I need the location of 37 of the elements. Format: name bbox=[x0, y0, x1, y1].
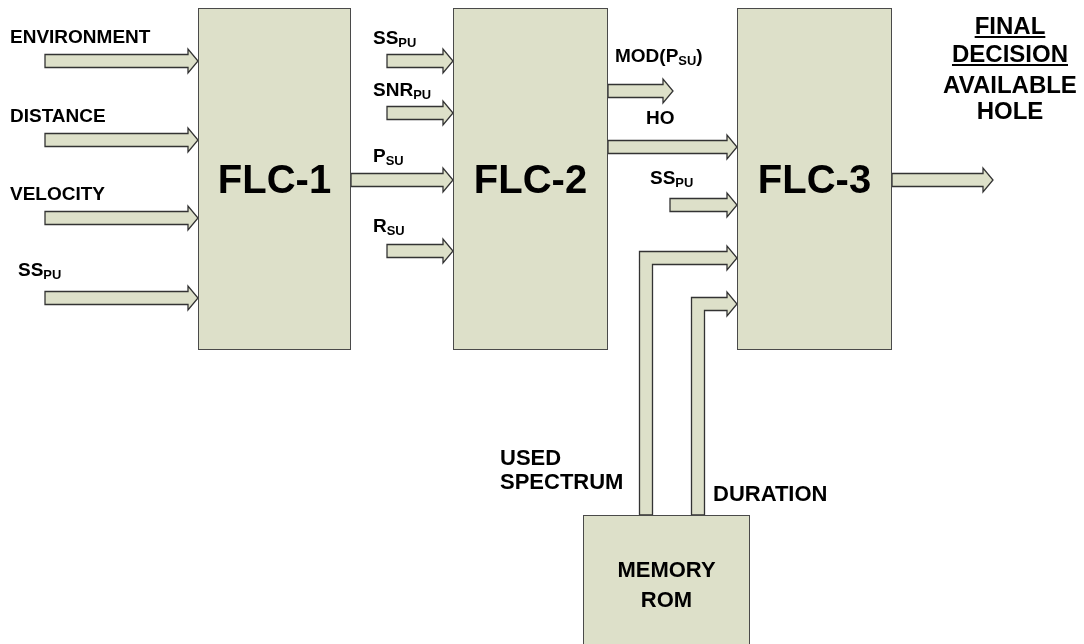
process-box bbox=[583, 515, 750, 644]
block-arrow bbox=[669, 191, 738, 219]
edge-label: MOD(P$_{SU}$) bbox=[615, 46, 703, 67]
edge-label: HO bbox=[646, 108, 675, 129]
block-arrow bbox=[44, 204, 199, 232]
edge-label: DISTANCE bbox=[10, 106, 106, 127]
process-box bbox=[737, 8, 892, 350]
block-arrow bbox=[607, 77, 674, 105]
edge-label: ENVIRONMENT bbox=[10, 27, 151, 48]
block-arrow bbox=[350, 166, 454, 194]
edge-label: DURATION bbox=[713, 482, 828, 507]
block-arrow bbox=[690, 290, 738, 516]
process-box bbox=[198, 8, 351, 350]
block-arrow bbox=[386, 99, 454, 127]
block-arrow bbox=[386, 47, 454, 75]
node-label: FLC-3 bbox=[757, 156, 872, 202]
block-arrow bbox=[386, 237, 454, 265]
block-arrow bbox=[891, 166, 994, 194]
block-arrow bbox=[607, 133, 738, 161]
edge-label: AVAILABLE HOLE bbox=[942, 72, 1078, 125]
output-heading: FINAL DECISION bbox=[951, 12, 1069, 68]
edge-label: SS$_{PU}$ bbox=[650, 168, 694, 189]
process-box bbox=[453, 8, 608, 350]
node-label: MEMORY ROM bbox=[616, 556, 717, 614]
edge-label: P$_{SU}$ bbox=[373, 146, 404, 167]
block-arrow bbox=[638, 244, 738, 516]
block-arrow bbox=[44, 126, 199, 154]
edge-label: SNR$_{PU}$ bbox=[373, 80, 432, 101]
edge-label: SS$_{PU}$ bbox=[373, 28, 417, 49]
node-label: FLC-1 bbox=[217, 156, 332, 202]
edge-label: SS$_{PU}$ bbox=[18, 260, 62, 281]
edge-label: VELOCITY bbox=[10, 184, 105, 205]
block-arrow bbox=[44, 284, 199, 312]
edge-label: R$_{SU}$ bbox=[373, 216, 405, 237]
block-arrow bbox=[44, 47, 199, 75]
node-label: FLC-2 bbox=[473, 156, 588, 202]
edge-label: USED SPECTRUM bbox=[500, 446, 625, 495]
